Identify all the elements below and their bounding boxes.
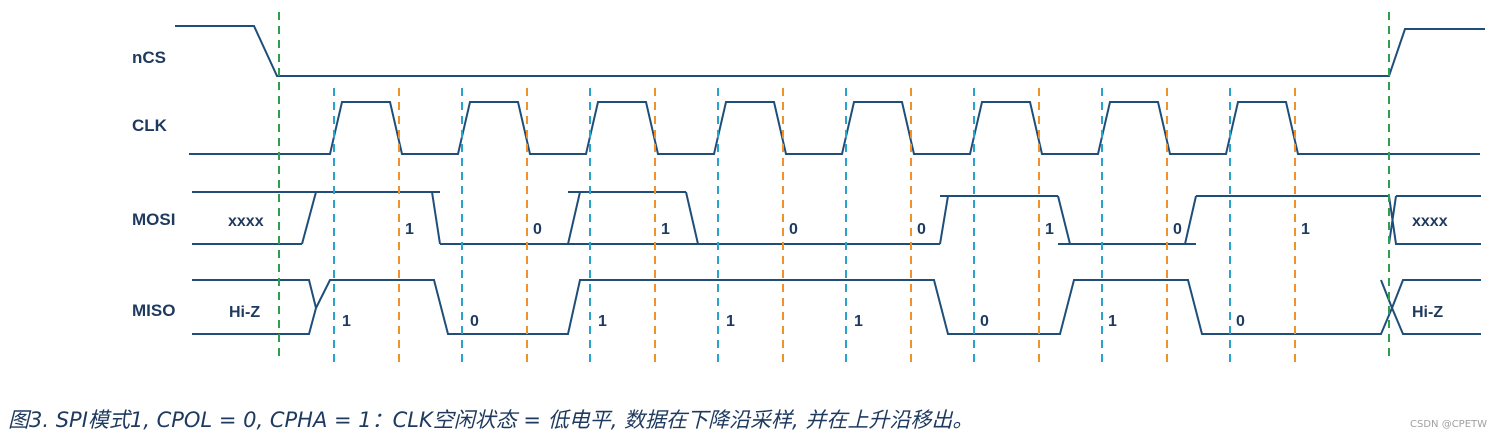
mosi-waveform-upper bbox=[192, 191, 1481, 197]
miso-idle-right: Hi-Z bbox=[1412, 304, 1443, 321]
signal-label-ncs: nCS bbox=[132, 48, 166, 67]
mosi-bit-8: 1 bbox=[1301, 221, 1310, 238]
sample-edge-markers bbox=[398, 88, 1296, 362]
mosi-bit-5: 0 bbox=[917, 221, 926, 238]
ncs-waveform bbox=[175, 25, 1485, 77]
clk-waveform bbox=[189, 101, 1480, 155]
miso-bit-4: 1 bbox=[726, 313, 735, 330]
mosi-bit-6: 1 bbox=[1045, 221, 1054, 238]
signal-label-clk: CLK bbox=[132, 116, 168, 135]
mosi-bit-2: 0 bbox=[533, 221, 542, 238]
mosi-bit-3: 1 bbox=[661, 221, 670, 238]
figure-caption: 图3. SPI模式1, CPOL = 0, CPHA = 1：CLK空闲状态 =… bbox=[8, 408, 974, 432]
mosi-bit-1: 1 bbox=[405, 221, 414, 238]
shift-edge-markers bbox=[333, 88, 1231, 362]
miso-bit-5: 1 bbox=[854, 313, 863, 330]
miso-idle-left: Hi-Z bbox=[229, 304, 260, 321]
miso-bit-8: 0 bbox=[1236, 313, 1245, 330]
signal-label-mosi: MOSI bbox=[132, 210, 175, 229]
watermark: CSDN @CPETW bbox=[1410, 419, 1488, 430]
signal-label-miso: MISO bbox=[132, 301, 175, 320]
miso-bit-2: 0 bbox=[470, 313, 479, 330]
mosi-idle-right: xxxx bbox=[1412, 213, 1448, 230]
miso-bit-6: 0 bbox=[980, 313, 989, 330]
mosi-bit-7: 0 bbox=[1173, 221, 1182, 238]
mosi-transitions bbox=[301, 191, 1481, 245]
chip-select-markers bbox=[278, 12, 1390, 362]
miso-bit-3: 1 bbox=[598, 313, 607, 330]
mosi-bit-4: 0 bbox=[789, 221, 798, 238]
miso-waveform bbox=[192, 279, 1481, 335]
miso-bit-7: 1 bbox=[1108, 313, 1117, 330]
miso-bit-1: 1 bbox=[342, 313, 351, 330]
mosi-idle-left: xxxx bbox=[228, 213, 264, 230]
